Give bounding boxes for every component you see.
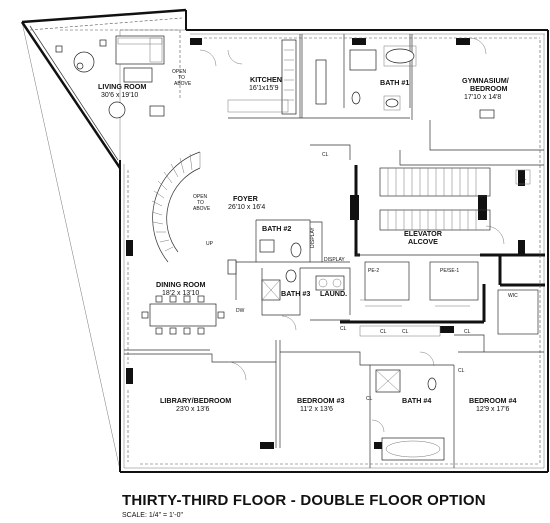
open-above-2a: OPEN <box>193 194 208 200</box>
living-room-label: LIVING ROOM <box>98 82 146 91</box>
kitchen-dim: 16'1x15'9 <box>249 85 279 92</box>
closet-label-1: CL <box>340 326 347 332</box>
closet-label-3: CL <box>402 329 409 335</box>
open-above-1a: OPEN <box>172 69 187 75</box>
foyer-dim: 26'10 x 16'4 <box>228 204 265 211</box>
closet-label-gym: CL <box>520 176 527 182</box>
gym-label-2: BEDROOM <box>470 84 508 93</box>
dining-dim: 18'2 x 13'10 <box>162 290 199 297</box>
wic-label: WIC <box>508 293 518 299</box>
pese1-label: PE/SE-1 <box>440 268 459 274</box>
interior-walls <box>124 34 545 468</box>
plan-scale: SCALE: 1/4" = 1'-0" <box>122 512 183 519</box>
bedroom4-dim: 12'9 x 17'6 <box>476 406 510 413</box>
open-above-1c: ABOVE <box>174 81 192 87</box>
bedroom3-dim: 11'2 x 13'6 <box>300 406 333 413</box>
open-above-2b: TO <box>197 200 204 206</box>
kitchen-label: KITCHEN <box>250 75 282 84</box>
laundry-label: LAUND. <box>320 289 347 298</box>
closet-label-2: CL <box>380 329 387 335</box>
closet-label-6: CL <box>458 368 465 374</box>
dw-label: DW <box>236 308 245 314</box>
pe2-label: PE-2 <box>368 268 379 274</box>
room-labels: LIVING ROOM 30'6 x 19'10 OPEN TO ABOVE K… <box>98 69 518 413</box>
dining-furniture <box>141 295 225 335</box>
bedroom3-label: BEDROOM #3 <box>297 396 345 405</box>
bath2-bath3-fixtures <box>227 239 345 301</box>
bedroom4-label: BEDROOM #4 <box>469 396 517 405</box>
closet-label-foyer: CL <box>322 152 329 158</box>
gym-fixtures: CL CL <box>322 109 531 185</box>
display-label-2: DISPLAY <box>324 257 345 263</box>
gym-label: GYMNASIUM/ <box>462 76 509 85</box>
stair-treads <box>387 168 477 230</box>
spiral-staircase: UP <box>151 151 214 263</box>
window-glazing <box>29 17 541 465</box>
dining-label: DINING ROOM <box>156 280 206 289</box>
open-above-2c: ABOVE <box>193 206 211 212</box>
exterior-walls <box>20 8 549 473</box>
elevator-label: ELEVATOR <box>404 229 443 238</box>
elevator-label-2: ALCOVE <box>408 237 438 246</box>
door-swings <box>199 37 505 433</box>
open-above-1b: TO <box>178 75 185 81</box>
closet-label-4: CL <box>464 329 471 335</box>
bath2-label: BATH #2 <box>262 224 291 233</box>
bath1-fixtures <box>349 45 417 111</box>
plan-title: THIRTY-THIRD FLOOR - DOUBLE FLOOR OPTION <box>122 492 486 509</box>
gym-dim: 17'10 x 14'8 <box>464 94 501 101</box>
display-label-1: DISPLAY <box>310 227 316 248</box>
foyer-label: FOYER <box>233 194 259 203</box>
up-label: UP <box>206 241 214 247</box>
kitchen-fixtures <box>227 39 327 115</box>
bath3-label: BATH #3 <box>281 289 310 298</box>
living-room-dim: 30'6 x 19'10 <box>101 92 138 99</box>
bath4-fixtures <box>375 369 445 461</box>
library-label: LIBRARY/BEDROOM <box>160 396 231 405</box>
bath1-label: BATH #1 <box>380 78 409 87</box>
living-room-furniture <box>55 29 181 119</box>
bath4-label: BATH #4 <box>402 396 431 405</box>
closet-label-5: CL <box>366 396 373 402</box>
library-dim: 23'0 x 13'6 <box>176 406 210 413</box>
